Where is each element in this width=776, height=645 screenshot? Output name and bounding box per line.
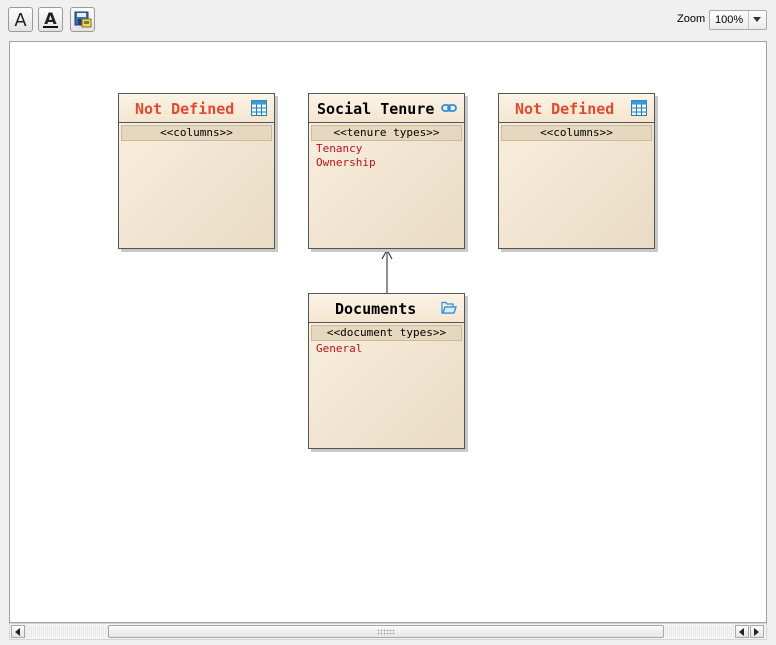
- entity-header: Social Tenure: [309, 94, 464, 123]
- save-image-icon: [74, 11, 92, 28]
- folder-icon: [441, 301, 457, 314]
- save-image-button[interactable]: [70, 7, 95, 32]
- horizontal-scrollbar[interactable]: [9, 623, 767, 640]
- entity-title: Documents: [335, 300, 417, 318]
- scroll-right-button[interactable]: [750, 625, 764, 638]
- entity-title: Social Tenure: [317, 100, 435, 118]
- font-button[interactable]: A: [8, 7, 33, 32]
- font-color-icon: A: [43, 9, 58, 28]
- entity-title: Not Defined: [135, 100, 235, 118]
- table-icon: [631, 100, 647, 116]
- zoom-select[interactable]: 100%: [709, 10, 767, 30]
- grip-icon: [377, 629, 395, 635]
- entity-item: General: [316, 342, 363, 355]
- entity-item: Tenancy: [316, 142, 363, 155]
- entity-stereotype: <<tenure types>>: [311, 125, 462, 141]
- entity-not-defined-right[interactable]: Not Defined <<columns>>: [498, 93, 655, 249]
- chevron-left-icon: [739, 628, 744, 636]
- svg-text:A: A: [44, 9, 57, 28]
- chevron-left-icon: [15, 628, 20, 636]
- entity-documents[interactable]: Documents <<document types>> General: [308, 293, 465, 449]
- zoom-label: Zoom: [677, 13, 706, 25]
- font-color-button[interactable]: A: [38, 7, 63, 32]
- zoom-value: 100%: [715, 14, 744, 26]
- entity-stereotype: <<document types>>: [311, 325, 462, 341]
- entity-header: Documents: [309, 294, 464, 323]
- entity-title: Not Defined: [515, 100, 615, 118]
- font-icon: A: [14, 10, 27, 31]
- entity-header: Not Defined: [499, 94, 654, 123]
- entity-item: Ownership: [316, 156, 376, 169]
- scroll-left-button[interactable]: [11, 625, 25, 638]
- table-icon: [251, 100, 267, 116]
- entity-stereotype: <<columns>>: [121, 125, 272, 141]
- entity-not-defined-left[interactable]: Not Defined <<columns>>: [118, 93, 275, 249]
- chevron-down-icon: [753, 17, 761, 22]
- diagram-canvas[interactable]: Not Defined <<columns>> Social Tenure <<…: [9, 41, 767, 623]
- entity-header: Not Defined: [119, 94, 274, 123]
- entity-stereotype: <<columns>>: [501, 125, 652, 141]
- chevron-right-icon: [754, 628, 759, 636]
- entity-social-tenure[interactable]: Social Tenure <<tenure types>> Tenancy O…: [308, 93, 465, 249]
- zoom-dropdown-button[interactable]: [748, 11, 766, 29]
- link-icon: [441, 104, 457, 112]
- scroll-thumb[interactable]: [108, 625, 664, 638]
- scroll-left-button-right[interactable]: [735, 625, 749, 638]
- relation-connector: [381, 248, 393, 293]
- svg-text:A: A: [14, 10, 27, 31]
